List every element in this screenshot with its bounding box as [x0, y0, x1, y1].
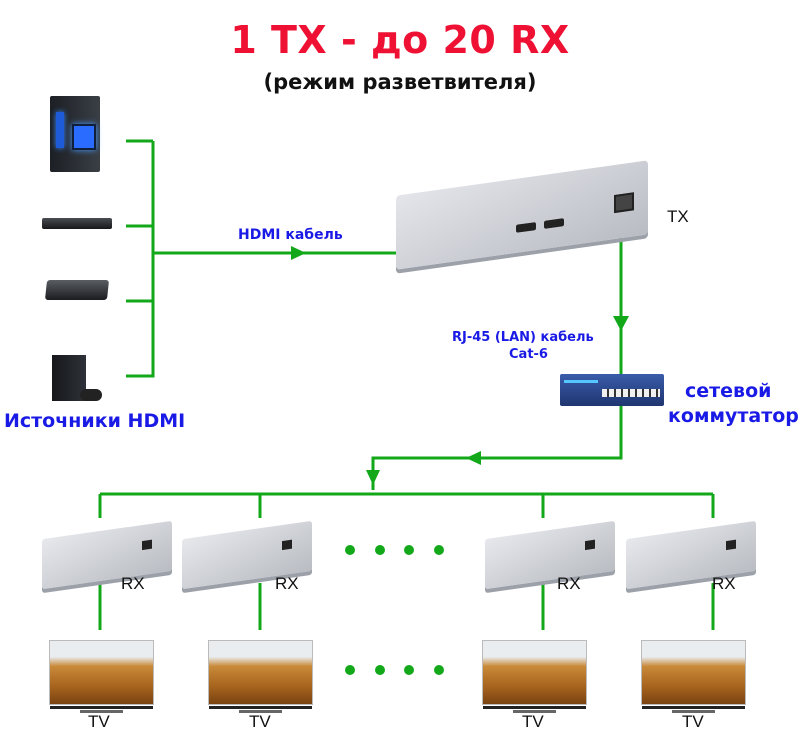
source-wire-console [126, 141, 155, 378]
dvd-player-icon [42, 218, 112, 229]
rj45-port-icon [142, 539, 152, 551]
game-console-icon [52, 355, 102, 401]
computer-tower-icon [50, 96, 100, 172]
rj45-port-icon [585, 539, 595, 551]
tv-icon [49, 640, 154, 713]
tv-icon [641, 640, 746, 713]
tv-label: TV [249, 712, 271, 731]
ellipsis-dot [404, 545, 414, 555]
switch-label-line1: сетевой [685, 380, 772, 402]
tv-label: TV [88, 712, 110, 731]
ellipsis-dot [375, 665, 385, 675]
lan-cable-label: RJ-45 (LAN) кабель [452, 330, 594, 345]
arrow-left-icon [466, 451, 481, 465]
arrow-down-icon [366, 470, 380, 485]
switch-label-line2: коммутатор [668, 405, 799, 427]
hdmi-cable-label: HDMI кабель [238, 227, 343, 243]
arrow-down-icon [613, 316, 629, 331]
rj45-port-icon [614, 192, 634, 214]
set-top-box-icon [44, 280, 110, 300]
rj45-port-icon [282, 539, 292, 551]
rx-label: RX [275, 574, 299, 593]
ellipsis-dot [404, 665, 414, 675]
tv-icon [208, 640, 313, 713]
hdmi-port-icon [516, 222, 536, 233]
tv-label: TV [682, 712, 704, 731]
arrow-right-icon [291, 246, 306, 260]
rj45-port-icon [726, 539, 736, 551]
tx-label: TX [667, 207, 689, 226]
ellipsis-dot [434, 545, 444, 555]
sources-label: Источники HDMI [4, 410, 186, 432]
tv-label: TV [522, 712, 544, 731]
rx-label: RX [121, 574, 145, 593]
tv-icon [482, 640, 587, 713]
ellipsis-dot [375, 545, 385, 555]
rx-label: RX [557, 574, 581, 593]
ellipsis-dot [345, 665, 355, 675]
lan-cable-category: Cat-6 [509, 347, 548, 362]
ellipsis-dot [434, 665, 444, 675]
diagram-title: 1 TX - до 20 RX [230, 18, 570, 62]
ellipsis-dot [345, 545, 355, 555]
rx-label: RX [712, 574, 736, 593]
network-switch-icon [560, 374, 664, 406]
diagram-subtitle: (режим разветвителя) [263, 70, 537, 94]
hdmi-port-icon [544, 218, 564, 229]
switch-down-line [371, 404, 623, 490]
